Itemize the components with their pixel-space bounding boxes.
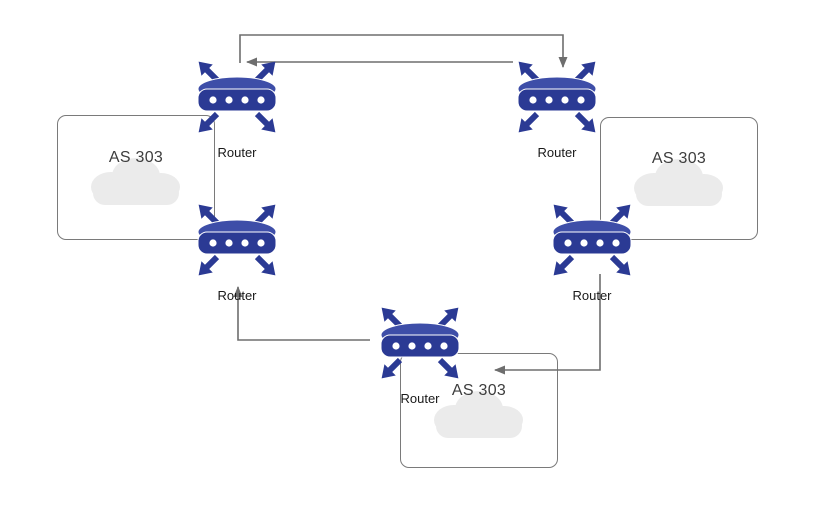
router-icon bbox=[360, 297, 480, 389]
as-label: AS 303 bbox=[651, 149, 707, 167]
as-box-bottom: AS 303 bbox=[400, 353, 558, 468]
router-label: Router bbox=[400, 391, 440, 406]
router-node-mid-right: Router bbox=[532, 194, 652, 306]
router-label: Router bbox=[572, 288, 612, 303]
router-node-top-left: Router bbox=[177, 51, 297, 163]
router-icon bbox=[497, 51, 617, 143]
router-label: Router bbox=[217, 145, 257, 160]
as-box-left: AS 303 bbox=[57, 115, 215, 240]
router-label: Router bbox=[217, 288, 257, 303]
router-icon bbox=[177, 194, 297, 286]
router-node-top-right: Router bbox=[497, 51, 617, 163]
as-box-right: AS 303 bbox=[600, 117, 758, 240]
as-label: AS 303 bbox=[451, 381, 507, 399]
router-node-bottom: Router bbox=[360, 297, 480, 409]
router-node-mid-left: Router bbox=[177, 194, 297, 306]
router-icon bbox=[177, 51, 297, 143]
router-label: Router bbox=[537, 145, 577, 160]
as-label: AS 303 bbox=[108, 148, 164, 166]
router-icon bbox=[532, 194, 652, 286]
